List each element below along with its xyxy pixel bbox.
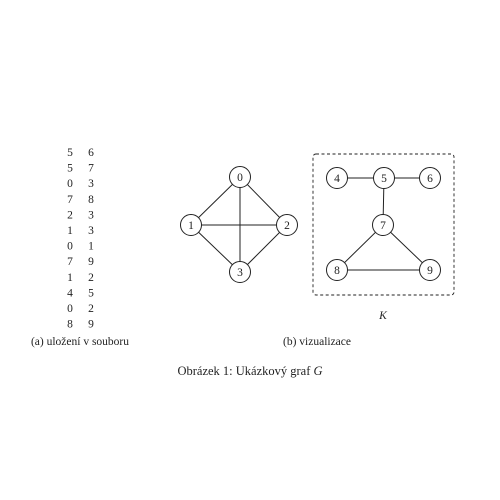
node-label: 6 xyxy=(427,173,433,185)
edge-list-from: 5 xyxy=(67,163,73,175)
node-circle xyxy=(372,214,394,236)
node-circle xyxy=(419,259,441,281)
edge-list-to: 2 xyxy=(88,272,94,284)
node-label: 2 xyxy=(284,220,290,232)
node-label: 8 xyxy=(334,265,340,277)
edge-2-3 xyxy=(239,224,288,273)
caption-a: (a) uložení v souboru xyxy=(31,336,129,348)
component-k-label: K xyxy=(378,310,388,322)
edge-list-from: 1 xyxy=(67,225,73,237)
edge-list-to: 2 xyxy=(88,303,94,315)
edge-list-to: 1 xyxy=(88,241,94,253)
graph-node-9: 9 xyxy=(419,259,441,281)
node-label: 3 xyxy=(237,267,243,279)
node-label: 0 xyxy=(237,172,243,184)
edge-list-to: 6 xyxy=(88,147,94,159)
edge-list-to: 3 xyxy=(88,178,94,190)
edge-0-2 xyxy=(239,176,288,226)
edge-list-from: 7 xyxy=(67,256,73,268)
caption-b: (b) vizualizace xyxy=(283,336,351,348)
graph-node-1: 1 xyxy=(180,214,202,236)
node-circle xyxy=(276,214,298,236)
edge-list-from: 0 xyxy=(67,178,73,190)
graph-node-0: 0 xyxy=(229,166,251,188)
edge-list-from: 2 xyxy=(67,209,73,221)
figure-caption-symbol: G xyxy=(314,364,323,378)
edge-list-from: 0 xyxy=(67,241,73,253)
node-label: 4 xyxy=(334,173,340,185)
edge-list-to: 5 xyxy=(88,287,94,299)
graph-node-7: 7 xyxy=(372,214,394,236)
node-label: 7 xyxy=(380,220,386,232)
graph-node-8: 8 xyxy=(326,259,348,281)
graph-visualization: 0 1 2 3 4 5 6 7 8 9 K xyxy=(180,153,455,322)
edge-list-to: 7 xyxy=(88,163,94,175)
edge-list-from: 7 xyxy=(67,194,73,206)
figure-caption: Obrázek 1: Ukázkový graf G xyxy=(177,364,322,378)
node-label: 9 xyxy=(427,265,433,277)
edge-list-to: 3 xyxy=(88,209,94,221)
edge-list-to: 8 xyxy=(88,194,94,206)
graph-node-2: 2 xyxy=(276,214,298,236)
node-circle xyxy=(326,259,348,281)
graph-node-5: 5 xyxy=(373,167,395,189)
node-circle xyxy=(229,261,251,283)
graph-node-3: 3 xyxy=(229,261,251,283)
node-circle xyxy=(326,167,348,189)
edge-0-1 xyxy=(190,176,241,226)
edge-list-from: 4 xyxy=(67,287,73,299)
nodes-layer: 0 1 2 3 4 5 6 7 8 9 xyxy=(180,166,441,283)
graph-node-6: 6 xyxy=(419,167,441,189)
node-circle xyxy=(229,166,251,188)
node-label: 1 xyxy=(188,220,194,232)
edge-list-from: 8 xyxy=(67,319,73,331)
graph-node-4: 4 xyxy=(326,167,348,189)
edge-list-from: 5 xyxy=(67,147,73,159)
node-circle xyxy=(180,214,202,236)
node-circle xyxy=(419,167,441,189)
edge-1-3 xyxy=(190,224,241,273)
edges-layer xyxy=(190,176,431,273)
edge-list-from: 1 xyxy=(67,272,73,284)
edge-list-to: 3 xyxy=(88,225,94,237)
edge-list-to: 9 xyxy=(88,256,94,268)
edge-list-from: 0 xyxy=(67,303,73,315)
component-k-frame xyxy=(312,153,455,296)
figure-caption-text: Obrázek 1: Ukázkový graf xyxy=(177,364,313,378)
node-label: 5 xyxy=(381,173,387,185)
node-circle xyxy=(373,167,395,189)
edge-list-to: 9 xyxy=(88,319,94,331)
